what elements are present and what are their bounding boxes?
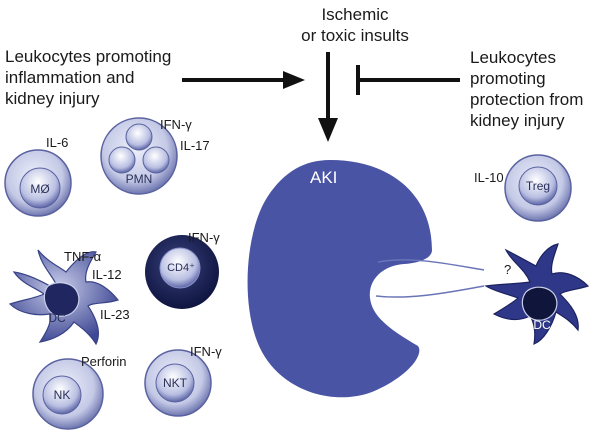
ifng-pmn-label: IFN-γ bbox=[160, 117, 192, 132]
il17-label: IL-17 bbox=[180, 138, 210, 153]
dc-inflammatory-label: DC bbox=[48, 311, 66, 325]
ifng-cd4-label: IFN-γ bbox=[188, 230, 220, 245]
treg-label: Treg bbox=[525, 179, 551, 193]
dendritic-cell-protective bbox=[484, 243, 590, 345]
pmn-label: PMN bbox=[125, 172, 153, 186]
cd4-cell bbox=[145, 235, 219, 309]
pmn-cell bbox=[100, 117, 178, 195]
ureter-line-bottom bbox=[375, 285, 485, 298]
macrophage-label: MØ bbox=[30, 182, 50, 196]
dc-protective-label: DC bbox=[533, 318, 551, 332]
nk-cell bbox=[32, 358, 104, 430]
cd4-label: CD4⁺ bbox=[167, 262, 195, 274]
nkt-label: NKT bbox=[163, 376, 187, 390]
ifng-nkt-label: IFN-γ bbox=[190, 344, 222, 359]
question-mark-label: ? bbox=[504, 262, 512, 277]
aki-label: AKI bbox=[310, 168, 338, 187]
protection-heading: Leukocytes promoting protection from kid… bbox=[470, 48, 584, 130]
inhibition-line-protection bbox=[356, 65, 460, 95]
arrow-inflammation bbox=[182, 71, 305, 89]
macrophage-cell bbox=[4, 149, 72, 217]
inflammation-heading: Leukocytes promoting inflammation and ki… bbox=[5, 47, 172, 108]
arrow-insults bbox=[318, 52, 338, 142]
il10-label: IL-10 bbox=[474, 170, 504, 185]
perforin-label: Perforin bbox=[81, 354, 127, 369]
tnfa-label: TNF-α bbox=[64, 249, 102, 264]
treg-cell bbox=[504, 154, 572, 222]
il12-label: IL-12 bbox=[92, 267, 122, 282]
kidney-shape bbox=[247, 160, 432, 398]
dendritic-cell-inflammatory bbox=[8, 249, 120, 346]
insults-heading: Ischemic or toxic insults bbox=[301, 5, 409, 45]
il23-label: IL-23 bbox=[100, 307, 130, 322]
ureter-line-top bbox=[377, 259, 485, 271]
nk-label: NK bbox=[53, 388, 71, 402]
nkt-cell bbox=[144, 349, 212, 417]
il6-label: IL-6 bbox=[46, 135, 69, 150]
